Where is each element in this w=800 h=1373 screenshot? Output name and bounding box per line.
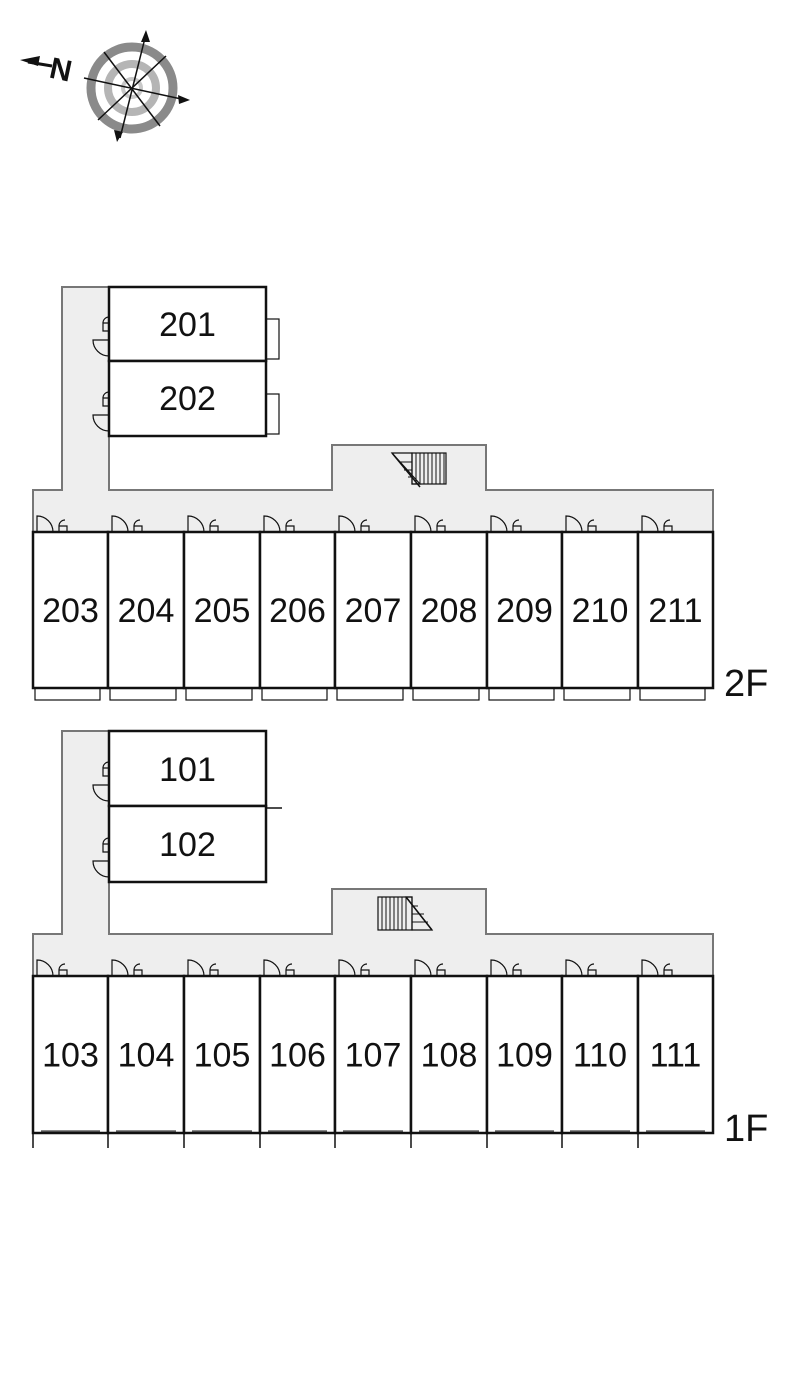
door-108 bbox=[414, 959, 446, 977]
unit-label-108: 108 bbox=[421, 1037, 478, 1075]
door-111 bbox=[641, 959, 673, 977]
unit-label-209: 209 bbox=[496, 592, 553, 630]
unit-label-207: 207 bbox=[345, 592, 402, 630]
balcony-205 bbox=[185, 687, 253, 701]
unit-206 bbox=[258, 530, 337, 690]
balcony-201 bbox=[265, 318, 280, 360]
door-202 bbox=[92, 391, 110, 432]
unit-label-104: 104 bbox=[118, 1037, 175, 1075]
floor-label-2f: 2F bbox=[724, 663, 768, 705]
corridor-1f bbox=[32, 730, 714, 977]
balcony-207 bbox=[336, 687, 404, 701]
unit-204 bbox=[106, 530, 186, 690]
unit-row-2f: 203 204 205 206 207 208 209 210 211 bbox=[31, 515, 715, 701]
unit-106 bbox=[258, 974, 337, 1135]
door-107 bbox=[338, 959, 370, 977]
door-206 bbox=[263, 515, 295, 533]
door-102 bbox=[92, 837, 110, 878]
unit-label-107: 107 bbox=[345, 1037, 402, 1075]
unit-label-204: 204 bbox=[118, 592, 175, 630]
first-floor: 101 102 103 104 105 106 107 108 109 110 111 1F bbox=[31, 729, 768, 1150]
balcony-210 bbox=[563, 687, 631, 701]
unit-label-206: 206 bbox=[269, 592, 326, 630]
unit-111 bbox=[636, 974, 715, 1135]
unit-label-201: 201 bbox=[159, 306, 216, 344]
door-105 bbox=[187, 959, 219, 977]
unit-208 bbox=[409, 530, 489, 690]
balcony-202 bbox=[265, 393, 280, 435]
balcony-204 bbox=[109, 687, 177, 701]
unit-109 bbox=[485, 974, 564, 1135]
unit-110 bbox=[560, 974, 640, 1135]
door-203 bbox=[36, 515, 68, 533]
door-103 bbox=[36, 959, 68, 977]
door-211 bbox=[641, 515, 673, 533]
unit-103 bbox=[31, 974, 110, 1135]
door-104 bbox=[111, 959, 143, 977]
second-floor: 201 202 203 204 205 206 207 208 209 210 211 2F bbox=[31, 285, 768, 705]
door-210 bbox=[565, 515, 597, 533]
door-205 bbox=[187, 515, 219, 533]
door-101 bbox=[92, 761, 110, 802]
unit-105 bbox=[182, 974, 262, 1135]
balcony-209 bbox=[488, 687, 555, 701]
unit-label-102: 102 bbox=[159, 826, 216, 864]
balcony-203 bbox=[34, 687, 101, 701]
staircase-2f bbox=[390, 452, 447, 488]
unit-label-210: 210 bbox=[572, 592, 629, 630]
unit-label-103: 103 bbox=[42, 1037, 99, 1075]
door-110 bbox=[565, 959, 597, 977]
staircase-1f bbox=[377, 896, 434, 931]
unit-label-109: 109 bbox=[496, 1037, 553, 1075]
unit-205 bbox=[182, 530, 262, 690]
unit-107 bbox=[333, 974, 413, 1135]
balcony-211 bbox=[639, 687, 706, 701]
unit-209 bbox=[485, 530, 564, 690]
unit-label-208: 208 bbox=[421, 592, 478, 630]
unit-label-101: 101 bbox=[159, 751, 216, 789]
unit-label-211: 211 bbox=[648, 592, 702, 630]
north-arrow: N bbox=[20, 52, 75, 89]
unit-label-202: 202 bbox=[159, 380, 216, 418]
unit-207 bbox=[333, 530, 413, 690]
balcony-208 bbox=[412, 687, 480, 701]
north-label: N bbox=[47, 52, 75, 89]
door-209 bbox=[490, 515, 522, 533]
unit-102 bbox=[107, 804, 268, 884]
corridor-2f bbox=[32, 286, 714, 533]
balcony-206 bbox=[261, 687, 328, 701]
unit-210 bbox=[560, 530, 640, 690]
unit-label-105: 105 bbox=[194, 1037, 251, 1075]
door-208 bbox=[414, 515, 446, 533]
floor-label-1f: 1F bbox=[724, 1108, 768, 1150]
unit-row-1f: 103 104 105 106 107 108 109 110 111 bbox=[31, 959, 715, 1148]
door-207 bbox=[338, 515, 370, 533]
door-109 bbox=[490, 959, 522, 977]
door-201 bbox=[92, 316, 110, 357]
unit-101 bbox=[107, 729, 268, 808]
compass-rose-icon bbox=[83, 30, 190, 142]
unit-label-205: 205 bbox=[194, 592, 251, 630]
door-106 bbox=[263, 959, 295, 977]
door-204 bbox=[111, 515, 143, 533]
unit-label-106: 106 bbox=[269, 1037, 326, 1075]
unit-label-111: 111 bbox=[650, 1037, 702, 1075]
unit-label-110: 110 bbox=[573, 1037, 627, 1075]
unit-label-203: 203 bbox=[42, 592, 99, 630]
